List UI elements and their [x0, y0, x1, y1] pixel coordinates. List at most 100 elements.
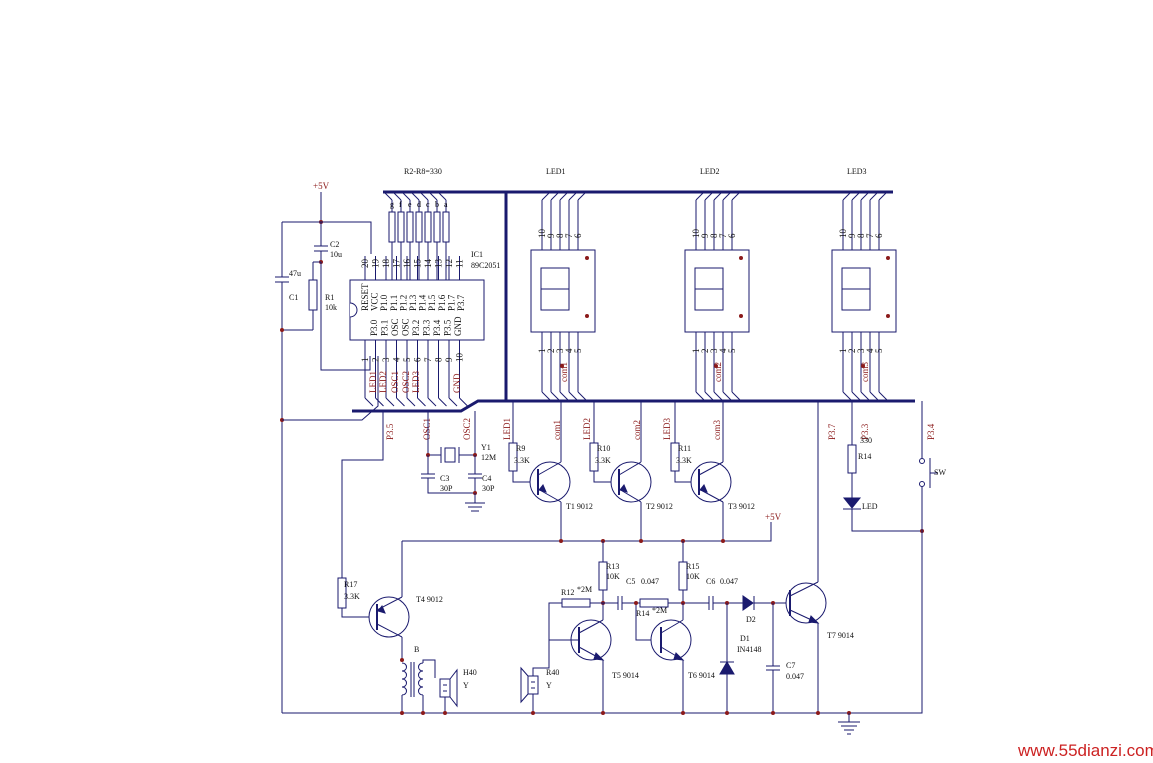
- ic-pin-number: 19: [371, 259, 381, 269]
- display-led1: LED1101ge92fd83comcom74ac65bdpcom1: [530, 167, 596, 401]
- r13-ref: R13: [606, 562, 619, 571]
- r14-mid-value: *2M: [652, 606, 667, 615]
- ic-net-label: LED1: [368, 371, 378, 393]
- ic-pin-number: 13: [434, 259, 444, 269]
- r1-value: 10k: [325, 303, 337, 312]
- segment-letter: d: [417, 200, 421, 209]
- y1-ref: Y1: [481, 443, 491, 452]
- r15-value: 10K: [686, 572, 700, 581]
- oscillator-section: Y1 12M C3 30P C4 30P: [421, 411, 496, 512]
- ic-pin-name: P1.3: [408, 294, 418, 311]
- display-pin-number: 3: [555, 348, 565, 353]
- ic-pin-name: P1.4: [418, 294, 428, 311]
- ic-net-label: OSC2: [401, 371, 411, 393]
- watermark-text: www.55dianzi.com: [1017, 741, 1153, 760]
- supply-rail: +5V: [402, 512, 782, 543]
- ic-pin-number: 20: [360, 259, 370, 269]
- audio-stage: R13 10K R12 *2M C5 0.047 R14 *2M R15 10K…: [520, 541, 860, 735]
- driver-label: T1 9012: [566, 502, 593, 511]
- display-pin-number: 5: [573, 348, 583, 353]
- bus-net-label: OSC1: [422, 418, 432, 440]
- led-diode: [842, 497, 862, 509]
- driver-label: T2 9012: [646, 502, 673, 511]
- segment-letter: b: [435, 200, 439, 209]
- r14-top-value: 330: [860, 436, 872, 445]
- ic-pin-name: P3.1: [380, 320, 390, 336]
- ic-net-label: LED2: [378, 371, 388, 393]
- display-pin-number: 9: [546, 233, 556, 238]
- ic-pin-name: P1.7: [446, 294, 456, 311]
- display-pin-number: 8: [555, 233, 565, 238]
- bus-net-label: com2: [632, 420, 642, 440]
- buzzer-driver: R17 3.3K T4 9012 B H40 Y: [337, 411, 477, 715]
- segment-letter: e: [408, 200, 412, 209]
- crystal-y1: [444, 447, 456, 463]
- power-and-reset-section: +5V C2 10u R1 10k 47u C1: [275, 181, 379, 713]
- display-ref: LED1: [546, 167, 566, 176]
- c5-value: 0.047: [641, 577, 659, 586]
- display-pin-number: 6: [727, 233, 737, 238]
- ic-pin-number: 10: [455, 353, 465, 363]
- ic-pin-name: P3.0: [369, 319, 379, 336]
- c2-ref: C2: [330, 240, 339, 249]
- driver-label: T3 9012: [728, 502, 755, 511]
- d1-diode: [719, 661, 735, 675]
- display-pin-number: 5: [727, 348, 737, 353]
- ic-pin-name: VCC: [370, 292, 380, 311]
- ic-net-label: OSC1: [390, 371, 400, 393]
- r12-resistor: [561, 598, 591, 608]
- bus-net-label: LED2: [582, 418, 592, 440]
- display-pin-number: 2: [847, 349, 857, 354]
- display-pin-number: 7: [718, 233, 728, 238]
- display-pin-number: 1: [537, 349, 547, 354]
- ic-pin-number: 1: [360, 358, 370, 363]
- t6-label: T6 9014: [688, 671, 715, 680]
- ic-pin-number: 5: [402, 357, 412, 362]
- ic-pin-number: 2: [371, 358, 381, 363]
- display-pin-number: 8: [856, 233, 866, 238]
- display-com-label: com3: [860, 362, 870, 382]
- c6-value: 0.047: [720, 577, 738, 586]
- driver-transistor: [690, 461, 732, 503]
- t7-label: T7 9014: [827, 631, 854, 640]
- ic-pin-name: RESET: [360, 283, 370, 311]
- display-ref: LED3: [847, 167, 867, 176]
- resistor-array-label: R2-R8=330: [404, 167, 442, 176]
- ic-pin-name: P1.1: [389, 295, 399, 311]
- bus-net-label: com1: [552, 420, 562, 440]
- display-pin-number: 5: [874, 348, 884, 353]
- r12-value: *2M: [577, 585, 592, 594]
- ic-pin-name: P3.7: [456, 294, 466, 311]
- ic-pin-number: 12: [444, 259, 454, 268]
- display-pin-number: 2: [700, 349, 710, 354]
- base-resistor-value: 3.3K: [514, 456, 530, 465]
- h40-ref: H40: [463, 668, 477, 677]
- array-resistor: [424, 211, 432, 243]
- r13-value: 10K: [606, 572, 620, 581]
- power-label-mid: +5V: [765, 512, 782, 522]
- ic-pin-name: OSC: [401, 318, 411, 336]
- ic1-body: [349, 279, 485, 341]
- bus-net-label: P3.3: [860, 423, 870, 440]
- display-pin-number: 3: [709, 348, 719, 353]
- ic-pin-number: 7: [423, 357, 433, 362]
- ic-pin-number: 16: [402, 259, 412, 269]
- power-label-top: +5V: [313, 181, 330, 191]
- display-pin-number: 8: [709, 233, 719, 238]
- ic-pin-number: 15: [413, 259, 423, 269]
- display-pin-number: 4: [718, 348, 728, 353]
- segment-letter: f: [399, 200, 402, 209]
- buses: [352, 190, 915, 413]
- display-pin-number: 10: [537, 229, 547, 239]
- c6-ref: C6: [706, 577, 715, 586]
- ic-pin-name: P1.2: [398, 295, 408, 311]
- c1-ref: C1: [289, 293, 298, 302]
- speaker-h40: [439, 678, 451, 698]
- bus-net-label: LED1: [502, 418, 512, 440]
- bus-net-label: P3.4: [926, 423, 936, 440]
- ic-pin-number: 8: [434, 357, 444, 362]
